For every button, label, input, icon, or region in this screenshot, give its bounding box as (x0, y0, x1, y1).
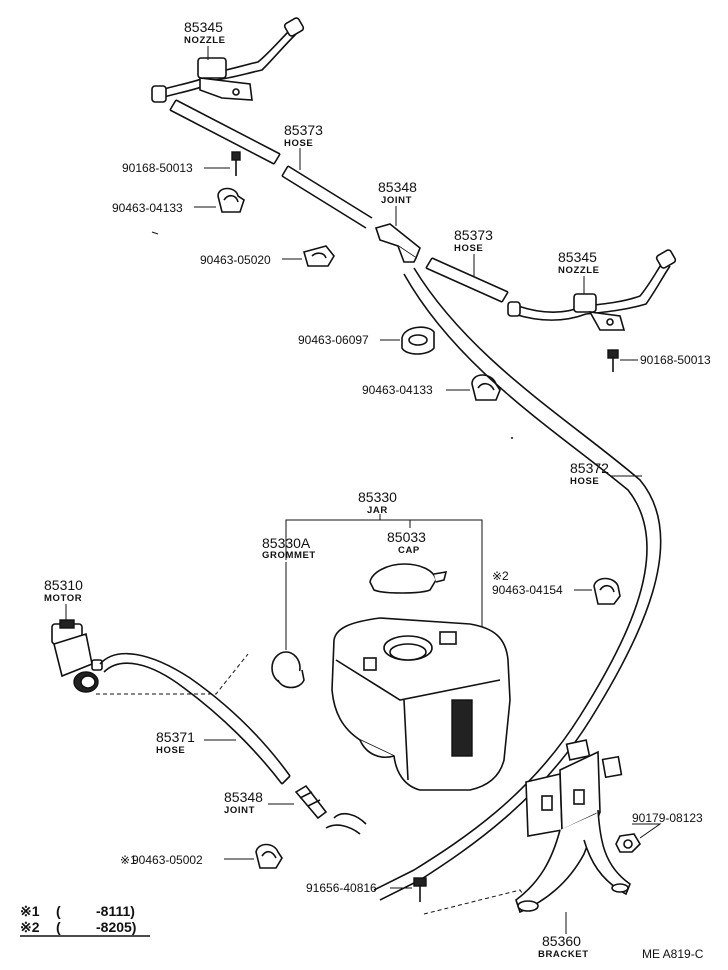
grommet-number: 85330A (262, 535, 311, 551)
screw-right-number: 90168-50013 (640, 353, 711, 367)
grommet-name: GROMMET (262, 550, 316, 561)
bracket-name: BRACKET (538, 949, 589, 960)
grommet-06097-part (401, 326, 435, 355)
nozzle-upper-name: NOZZLE (184, 35, 226, 46)
hose-lower-part (99, 652, 291, 785)
bracket-number: 85360 (542, 933, 581, 949)
clamp-upper-part (217, 187, 245, 213)
joint-upper-part (374, 223, 421, 263)
note-1-mark: ※1 (20, 903, 40, 919)
nozzle-right-number: 85345 (558, 249, 597, 265)
clamp-mid-number: 90463-04133 (362, 383, 433, 397)
hose-upper-number: 85373 (284, 122, 323, 138)
clamp-mid-part (471, 374, 501, 401)
note-2-open: ( (56, 919, 61, 935)
clamp-04154-part (593, 577, 621, 605)
clamp-05002-number: 90463-05002 (132, 853, 203, 867)
clamp-upper-number: 90463-04133 (112, 201, 183, 215)
nozzle-upper-number: 85345 (184, 19, 223, 35)
screw-upper-number: 90168-50013 (122, 161, 193, 175)
hose-right-number: 85373 (454, 227, 493, 243)
bolt-08123-number: 90179-08123 (632, 811, 703, 825)
cap-number: 85033 (387, 529, 426, 545)
hose-long-name: HOSE (570, 476, 599, 487)
hose-upper-part (169, 99, 373, 229)
note-1-range: -8111) (96, 903, 135, 919)
nozzle-right-part (507, 249, 677, 331)
clamp-05002-part (255, 843, 283, 869)
note-2-mark: ※2 (20, 919, 40, 935)
bolt-08123-part (615, 833, 642, 853)
grommet-06097-number: 90463-06097 (298, 333, 369, 347)
jar-number: 85330 (358, 489, 397, 505)
bracket-part (515, 739, 631, 914)
hose-lower-number: 85371 (156, 729, 195, 745)
screw-right-part (607, 349, 619, 372)
bolt-40816-part (413, 877, 427, 902)
note-1-open: ( (56, 903, 61, 919)
jar-name: JAR (367, 505, 388, 516)
hose-long-part (373, 267, 662, 901)
clamp-05020-number: 90463-05020 (200, 253, 271, 267)
motor-part (51, 619, 103, 693)
joint-upper-number: 85348 (378, 179, 417, 195)
hose-long-number: 85372 (570, 460, 609, 476)
hose-right-name: HOSE (454, 243, 483, 254)
clamp-04154-number: 90463-04154 (492, 583, 563, 597)
cap-part (369, 563, 448, 594)
clamp-05020-part (303, 245, 335, 267)
grommet-part (271, 651, 305, 689)
clamp-04154-mark: ※2 (492, 569, 509, 583)
screw-upper-part (231, 151, 241, 176)
hose-upper-name: HOSE (284, 138, 313, 149)
joint-lower-name: JOINT (224, 805, 255, 816)
clamp-05002-mark: ※1 (120, 853, 137, 867)
figure-code: ME A819-C (642, 947, 704, 961)
hose-right-part (425, 257, 509, 303)
nozzle-upper-part (151, 17, 305, 103)
motor-name: MOTOR (44, 593, 82, 604)
note-2: ※2 ( -8205) (20, 919, 136, 935)
nozzle-right-name: NOZZLE (558, 265, 600, 276)
motor-number: 85310 (44, 577, 83, 593)
hose-lower-name: HOSE (156, 745, 185, 756)
note-2-range: -8205) (96, 919, 136, 935)
joint-upper-name: JOINT (381, 195, 412, 206)
bolt-40816-number: 91656-40816 (306, 881, 377, 895)
joint-lower-number: 85348 (224, 789, 263, 805)
note-1: ※1 ( -8111) (20, 903, 135, 919)
jar-part (331, 617, 511, 791)
cap-name: CAP (398, 545, 420, 556)
joint-lower-part (294, 784, 328, 820)
